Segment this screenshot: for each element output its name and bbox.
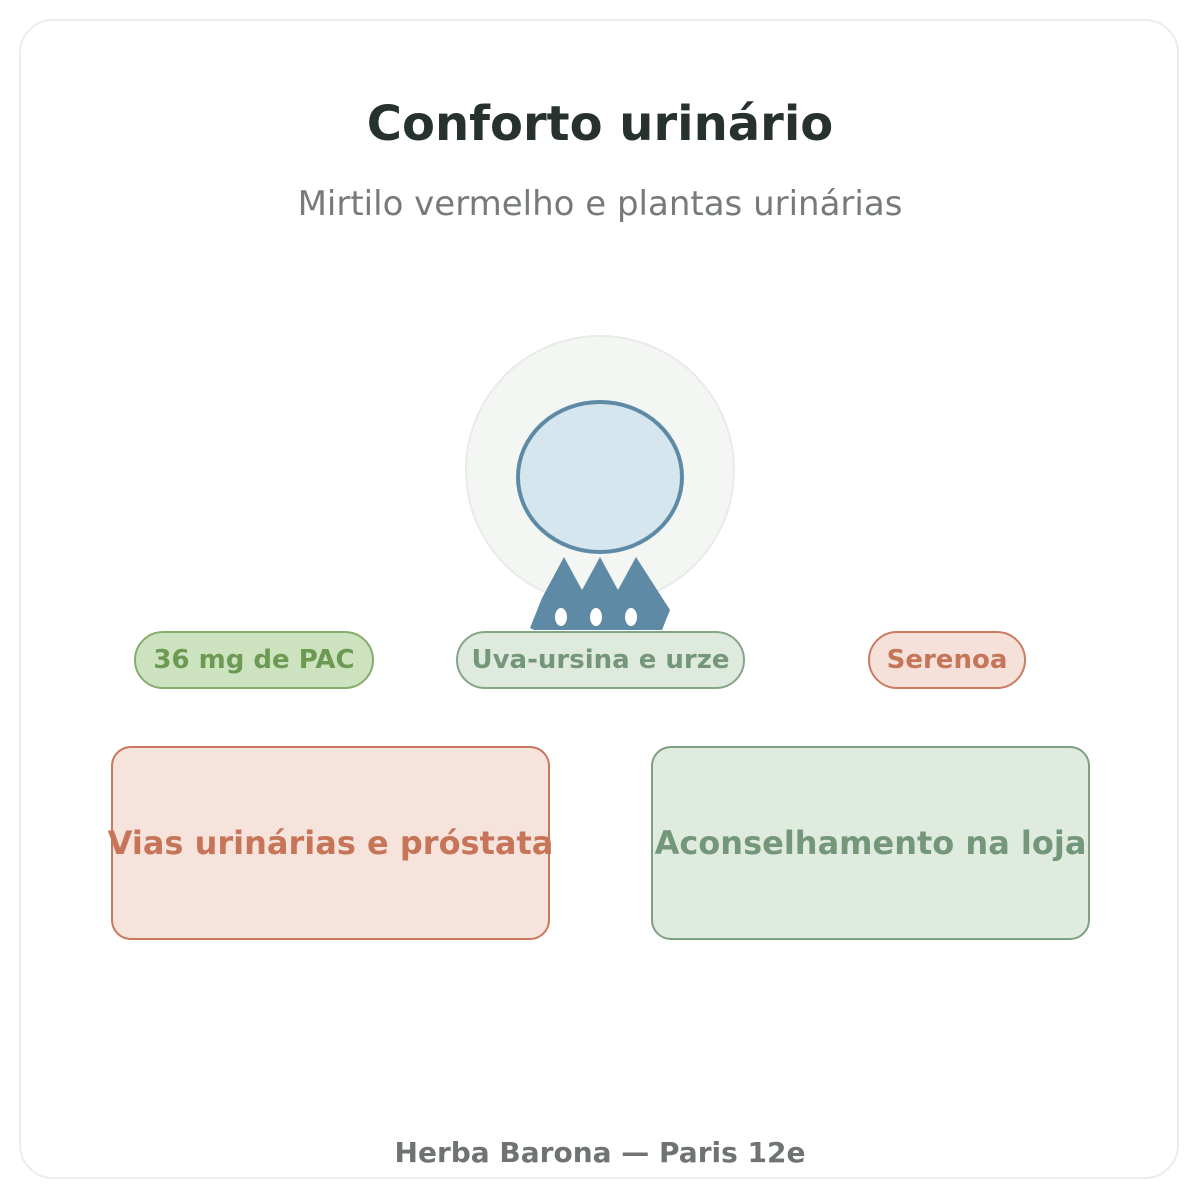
- footer-text: Herba Barona — Paris 12e: [394, 1136, 806, 1169]
- tag-pac: 36 mg de PAC: [134, 631, 374, 689]
- page-subtitle: Mirtilo vermelho e plantas urinárias: [297, 184, 903, 224]
- page-title: Conforto urinário: [366, 96, 834, 152]
- card-vias-urinarias: Vias urinárias e próstata: [108, 746, 553, 940]
- tag-serenoa: Serenoa: [868, 631, 1026, 689]
- water-drop-icon: [465, 335, 735, 630]
- tag-uva-ursina: Uva-ursina e urze: [456, 631, 745, 689]
- drop-hole: [590, 608, 602, 626]
- drop-hole: [555, 608, 567, 626]
- card-aconselhamento: Aconselhamento na loja: [651, 746, 1090, 940]
- drop-circle: [516, 400, 684, 554]
- drop-hole: [625, 608, 637, 626]
